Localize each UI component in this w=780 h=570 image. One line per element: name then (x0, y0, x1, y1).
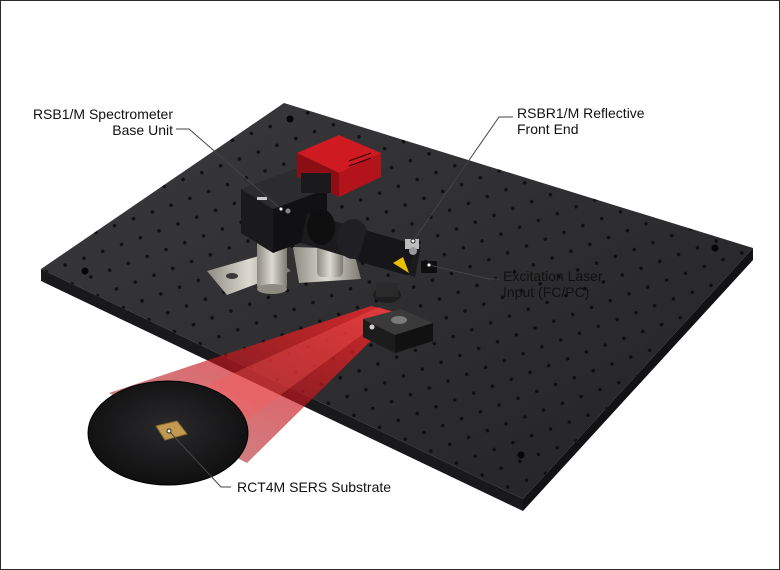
leader-endpoints (166, 206, 432, 434)
leader-laser-input (428, 264, 499, 280)
substrate-label-line1: RCT4M SERS Substrate (237, 479, 392, 495)
leader-front-end (412, 116, 513, 242)
leader-dot-spectrometer (278, 206, 284, 212)
front-end-label-line2: Front End (517, 121, 579, 137)
post-mounts (207, 233, 361, 295)
leader-substrate (168, 430, 231, 488)
spectrometer-label-line1: RSB1/M Spectrometer (32, 106, 173, 122)
leader-lines (168, 116, 513, 488)
reflective-front-end (301, 209, 437, 277)
substrate-callout: RCT4M SERS Substrate (237, 479, 391, 495)
optical-breadboard (41, 103, 753, 511)
laser-input-label-line2: Input (FC/PC) (503, 284, 590, 300)
leader-dot-laser-input (426, 262, 432, 268)
leader-dot-front-end (410, 238, 416, 244)
spectrometer-label-line2: Base Unit (112, 122, 173, 138)
leader-dot-substrate (166, 428, 172, 434)
laser-input-label-line1: Excitation Laser (503, 268, 603, 284)
front-end-label-line1: RSBR1/M Reflective (517, 105, 645, 121)
laser-input-callout: Excitation Laser Input (FC/PC) (503, 268, 603, 300)
front-end-callout: RSBR1/M Reflective Front End (517, 105, 645, 137)
sample-stage (363, 283, 433, 353)
leader-spectrometer (176, 128, 282, 210)
spectrometer-callout: RSB1/M Spectrometer Base Unit (23, 106, 173, 138)
camera (297, 135, 381, 197)
